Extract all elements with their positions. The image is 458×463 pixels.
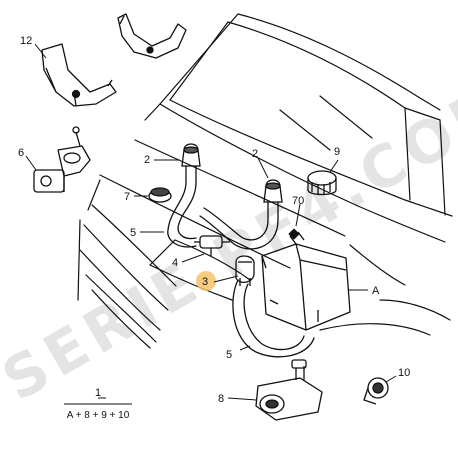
kit-number: 1 xyxy=(95,387,101,399)
watermark-text: SERIE PF4.COM xyxy=(0,65,458,414)
callout-8: 8 xyxy=(218,393,224,405)
highlight-marker xyxy=(196,271,216,291)
grommet-part-7 xyxy=(148,187,172,203)
pump-bracket-part-6 xyxy=(33,126,91,193)
callout-a: A xyxy=(372,285,380,297)
callout-5-lower: 5 xyxy=(226,349,232,361)
callout-9: 9 xyxy=(334,146,340,158)
callout-12: 12 xyxy=(20,35,32,47)
callout-labels: 12 6 2 2 9 7 70 5 4 3 A 5 8 10 xyxy=(18,35,410,405)
callout-10: 10 xyxy=(398,367,410,379)
washer-nozzle-left xyxy=(181,143,201,182)
bracket-clip-upper xyxy=(117,13,187,59)
bracket-clip-part-12 xyxy=(41,43,117,107)
filler-cap-part-9 xyxy=(307,170,337,196)
pump-grommet-part-10 xyxy=(363,377,389,405)
callout-3: 3 xyxy=(202,276,208,288)
vehicle-outline xyxy=(77,13,453,349)
callout-70: 70 xyxy=(292,195,304,207)
callout-6: 6 xyxy=(18,147,24,159)
callout-5-upper: 5 xyxy=(130,227,136,239)
kit-formula: A + 8 + 9 + 10 xyxy=(67,410,130,421)
callout-2-right: 2 xyxy=(252,148,258,160)
t-connector-part-4 xyxy=(194,235,230,256)
washer-hose xyxy=(167,181,315,358)
callout-4: 4 xyxy=(172,257,178,269)
washer-pump-part-8 xyxy=(255,359,323,421)
kit-legend: 1 A + 8 + 9 + 10 xyxy=(64,387,132,421)
washer-nozzle-right xyxy=(263,179,283,220)
washer-reservoir-part-a xyxy=(261,231,351,331)
callout-2-left: 2 xyxy=(144,154,150,166)
callout-7: 7 xyxy=(124,191,130,203)
elbow-connector-part-3 xyxy=(235,255,255,286)
leader-lines xyxy=(25,43,397,401)
